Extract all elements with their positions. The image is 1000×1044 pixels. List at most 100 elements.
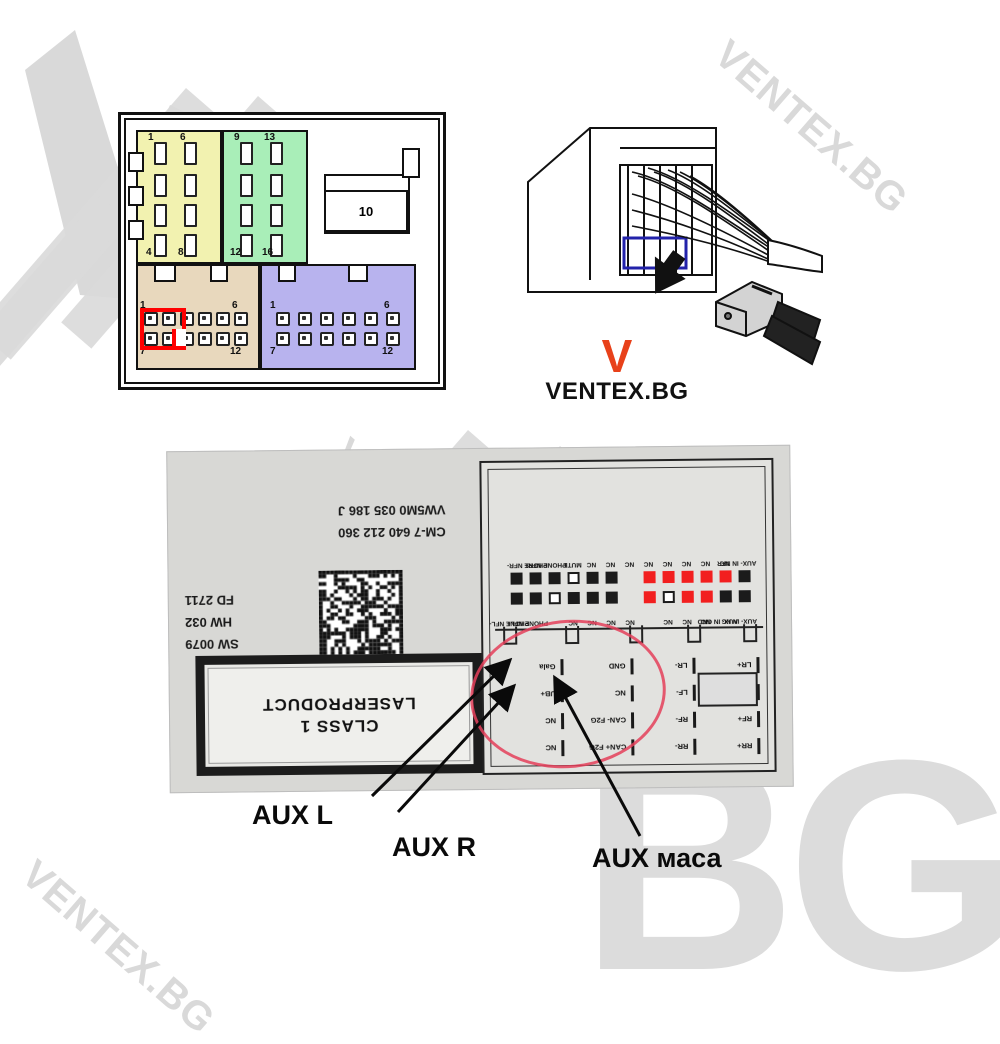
pinout-pin: [738, 590, 751, 603]
pinout-pin: [586, 591, 599, 604]
pin-separator-bar: [756, 711, 761, 728]
laser-class-line: CLASS 1: [299, 716, 379, 736]
pinout-pin: [643, 571, 656, 584]
pinout-pin: [510, 572, 523, 585]
pin-slot: [154, 142, 167, 165]
blue-latch-2: [348, 264, 368, 282]
label-hw-version: HW 032: [184, 614, 233, 631]
radio-label-photo: CLASS 1 LASERPRODUCT S90 SW 0079 HW 032 …: [166, 444, 794, 794]
label-fd-code: FD 2711: [184, 592, 235, 609]
pin-square: [276, 312, 290, 326]
pin-slot: [240, 204, 253, 227]
pin-number-tan-12: 12: [230, 346, 242, 357]
pinout-pin: [719, 590, 732, 603]
pinout-pin: [548, 572, 561, 585]
pin-square: [320, 312, 334, 326]
pin-square: [298, 312, 312, 326]
pin-slot: [184, 174, 197, 197]
annotation-aux-right: AUX R: [392, 832, 477, 862]
pin-slot: [154, 204, 167, 227]
connector-notch-2: [128, 186, 144, 206]
connector-diagram: 1 6 4 8 9 13 12 16 10 1 6 7 12: [118, 112, 446, 390]
pin-separator-bar: [693, 738, 697, 755]
pinout-pin: [662, 570, 675, 584]
pin-number-green-12: 12: [230, 247, 242, 258]
label-sw-version: SW 0079: [185, 636, 239, 653]
connector-label-10: 10: [324, 190, 408, 232]
pin-square: [320, 332, 334, 346]
label-part-vw: VW5M0 035 186 J: [337, 502, 446, 519]
pin-separator-bar: [692, 657, 696, 674]
pinout-window: [697, 672, 758, 707]
pinout-pin-label-lower: PHONE NFR-: [506, 561, 548, 569]
pinout-pin: [605, 571, 618, 584]
pinout-signal-label: RR+: [737, 741, 753, 751]
pin-square: [276, 332, 290, 346]
pinout-pin: [510, 592, 523, 605]
ventex-logo: V VENTEX.BG: [537, 330, 697, 414]
pinout-pin: [529, 572, 542, 585]
laser-product-line: LASERPRODUCT: [261, 693, 416, 715]
pin-number-yellow-4: 4: [146, 247, 152, 258]
pinout-pin: [529, 592, 542, 605]
pin-square: [234, 312, 248, 326]
pinout-pin: [719, 570, 732, 583]
tan-latch-2: [210, 264, 228, 282]
pinout-pin-label-upper: NC: [663, 617, 673, 626]
watermark-text-bottom-left: VENTEX.BG: [13, 852, 224, 1043]
pinout-signal-label: LR-: [674, 660, 688, 670]
pinout-pin: [738, 570, 751, 583]
pin-square: [198, 312, 212, 326]
pinout-pin: [605, 591, 618, 604]
pinout-pin: [700, 590, 713, 603]
pinout-pin: [681, 570, 694, 583]
label-part-cm: CM-7 640 212 360: [338, 524, 446, 541]
logo-v-icon: V: [601, 330, 633, 382]
connector-notch-3: [128, 220, 144, 240]
pin-number-tan-6: 6: [232, 300, 238, 311]
connector-block-green: [222, 130, 308, 264]
connector-block-yellow: [136, 130, 222, 264]
pin-square: [162, 312, 176, 326]
pin-square: [364, 312, 378, 326]
pinout-signal-label: RF-: [675, 714, 689, 724]
installation-diagram: [520, 120, 830, 370]
pin-slot: [270, 234, 283, 257]
pin-slot: [270, 142, 283, 165]
pinout-pin: [662, 590, 675, 604]
pin-number-green-13: 13: [264, 132, 276, 143]
pinout-pin: [586, 571, 599, 584]
pin-number-tan-7: 7: [140, 346, 146, 357]
pin-slot: [270, 204, 283, 227]
annotation-aux-left: AUX L: [252, 800, 333, 830]
pinout-signal-label: RR-: [674, 741, 689, 751]
pin-slot: [240, 234, 253, 257]
data-matrix-code: [318, 569, 404, 655]
pin-square: [298, 332, 312, 346]
logo-text: VENTEX.BG: [545, 378, 689, 405]
pin-number-yellow-8: 8: [178, 247, 184, 258]
pinout-pin: [548, 592, 561, 605]
pin-square: [386, 312, 400, 326]
pin-number-green-16: 16: [262, 247, 274, 258]
connector-tab-right: [402, 148, 420, 178]
pinout-pin: [567, 571, 580, 585]
blue-latch-1: [278, 264, 296, 282]
pin-slot: [154, 174, 167, 197]
pin-slot: [240, 174, 253, 197]
pinout-pin-label-upper: PHONE NFL-: [489, 619, 530, 627]
tan-latch-1: [154, 264, 176, 282]
pin-number-tan-1: 1: [140, 300, 146, 311]
pin-square: [144, 332, 158, 346]
pin-separator-bar: [692, 711, 697, 728]
pin-number-blue-12: 12: [382, 346, 394, 357]
pin-slot: [184, 204, 197, 227]
pin-slot: [154, 234, 167, 257]
pin-square: [198, 332, 212, 346]
pin-square: [216, 312, 230, 326]
pinout-pin: [700, 570, 713, 583]
aux-pins-highlight-box: [140, 308, 186, 350]
pin-square: [386, 332, 400, 346]
annotation-aux-ground: AUX маса: [592, 843, 722, 873]
